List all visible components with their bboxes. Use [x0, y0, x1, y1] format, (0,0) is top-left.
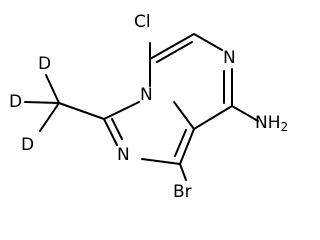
bond-cd3-d-bottom — [39, 102, 60, 132]
bond-c8-nh2 — [231, 105, 259, 122]
bond-n2-c1 — [141, 158, 181, 165]
bond-c5-c6 — [149, 33, 195, 60]
atom-nitrogen-pyrazine: N — [223, 48, 236, 68]
bond-cd3-d-left — [24, 101, 60, 104]
amino-group: NH2 — [255, 113, 288, 134]
bond-c3-n2 — [103, 118, 118, 146]
amino-nh: NH — [255, 113, 281, 133]
atom-chlorine: Cl — [134, 12, 151, 32]
bonds — [24, 33, 259, 181]
atom-nitrogen-bridge: N — [140, 85, 153, 105]
bond-c1-br — [179, 163, 187, 181]
bond-c5-c6-inner — [156, 41, 193, 63]
bond-cd3-d-top — [45, 74, 60, 104]
bond-c1-c8a — [179, 128, 195, 165]
atom-bromine: Br — [173, 182, 192, 202]
bond-c3-cd3 — [58, 102, 105, 120]
bond-c3-n2-inner — [111, 118, 123, 140]
bond-c1-c8a-inner — [174, 129, 187, 157]
chemical-structure: Cl N N N Br NH2 D D D — [9, 12, 288, 202]
atom-labels: Cl N N N Br NH2 D D D — [9, 12, 288, 202]
bond-c8a-n4 — [173, 101, 195, 130]
amino-subscript: 2 — [281, 120, 289, 134]
atom-nitrogen-imidazole: N — [117, 145, 130, 165]
atom-deuterium-top: D — [38, 54, 51, 74]
atom-deuterium-bottom: D — [21, 135, 34, 155]
bond-c6-n7 — [193, 33, 223, 51]
bond-n4-c3 — [103, 101, 140, 120]
atom-deuterium-left: D — [9, 92, 22, 112]
bond-c8-c8a — [193, 105, 233, 130]
